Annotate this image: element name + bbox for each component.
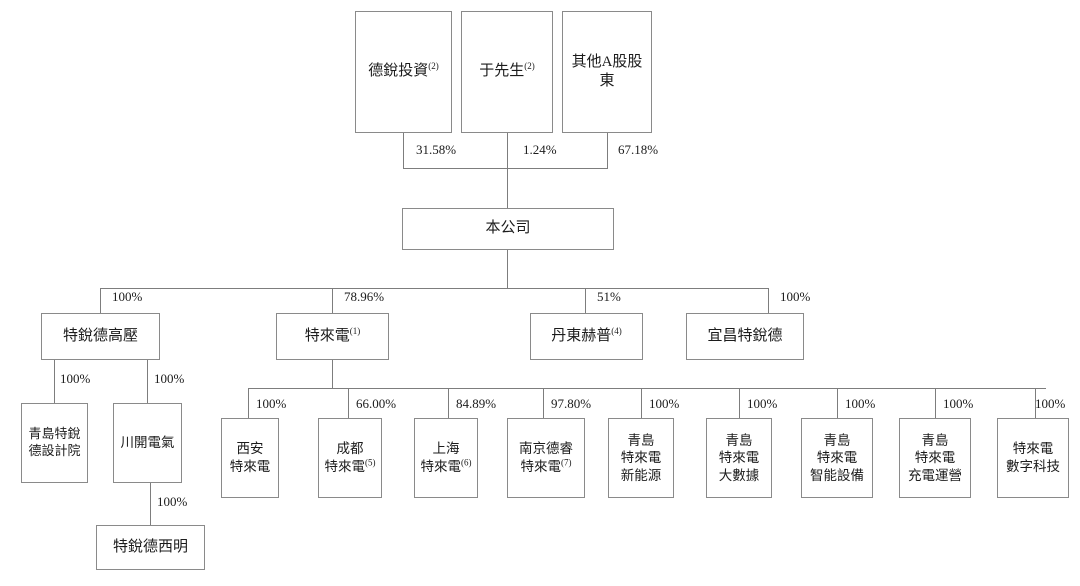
subsidiary-label-shuzikeji: 特來電 數字科技 [1006,441,1060,474]
subsidiary-box-zhinengshebei: 青島 特來電 智能設備 [801,418,873,498]
subsidiary-box-xian: 西安 特來電 [221,418,279,498]
subsidiary-note-nanjing: (7) [561,457,572,468]
shareholder-box-derui: 德銳投資(2) [355,11,452,133]
child-box-ximing: 特銳德西明 [96,525,205,570]
percent-shanghai: 84.89% [456,396,497,411]
company-label: 本公司 [485,220,531,237]
subsidiary-box-xinnengyuan: 青島 特來電 新能源 [608,418,674,498]
level2-box-telaidian: 特來電(1) [276,313,389,360]
shareholder-note-mryu: (2) [524,61,535,72]
connector-zhinengshebei-drop [837,388,838,418]
percent-chengdu: 66.00% [356,396,397,411]
subsidiary-box-dashuju: 青島 特來電 大數據 [706,418,772,498]
percent-chuankai: 100% [154,371,185,386]
connector-yichang-drop [768,288,769,313]
shareholder-note-derui: (2) [428,61,439,72]
connector-xian-drop [248,388,249,418]
level2-label-yichang: 宜昌特銳德 [707,327,783,344]
connector-dashuju-drop [739,388,740,418]
level2-box-gaoya: 特銳德高壓 [41,313,160,360]
subsidiary-label-zhinengshebei: 青島 特來電 智能設備 [810,432,864,483]
connector-other-a-drop [607,133,608,168]
percent-dandong: 51% [597,289,621,304]
subsidiary-label-nanjing: 南京德睿 特來電 [519,441,573,474]
subsidiary-box-chengdu: 成都 特來電(5) [318,418,382,498]
percent-zhinengshebei: 100% [845,396,876,411]
connector-chengdu-drop [348,388,349,418]
percent-other-a-shares: 67.18% [618,142,659,157]
connector-shareholder-bus [403,168,608,169]
child-label-qingdao-design: 青島特銳 德設計院 [28,426,81,458]
connector-mryu-drop [507,133,508,168]
level2-label-telaidian: 特來電 [304,327,350,344]
connector-bus-to-company [507,168,508,208]
subsidiary-label-dashuju: 青島 特來電 大數據 [718,432,760,483]
subsidiary-box-shanghai: 上海 特來電(6) [414,418,478,498]
shareholder-box-mryu: 于先生(2) [461,11,553,133]
connector-gaoya-child2-drop [147,360,148,403]
subsidiary-note-chengdu: (5) [365,457,376,468]
connector-nanjing-drop [543,388,544,418]
percent-ximing: 100% [157,494,188,509]
shareholder-box-other-a-shares: 其他A股股東 [562,11,652,133]
connector-derui-drop [403,133,404,168]
percent-qingdao-design: 100% [60,371,91,386]
subsidiary-label-xian: 西安 特來電 [229,441,271,474]
percent-gaoya: 100% [112,289,143,304]
percent-chongdianyunying: 100% [943,396,974,411]
shareholder-label-other-a-shares: 其他A股股東 [571,53,643,90]
connector-level2-bus [100,288,768,289]
percent-dashuju: 100% [747,396,778,411]
percent-yichang: 100% [780,289,811,304]
child-box-qingdao-design: 青島特銳 德設計院 [21,403,88,483]
connector-shuzikeji-drop [1035,388,1036,418]
level2-box-dandong: 丹東赫普(4) [530,313,643,360]
subsidiary-label-xinnengyuan: 青島 特來電 新能源 [620,432,662,483]
child-box-chuankai: 川開電氣 [113,403,182,483]
subsidiary-label-shanghai: 上海 特來電 [420,441,462,474]
connector-shanghai-drop [448,388,449,418]
connector-dandong-drop [585,288,586,313]
level2-note-telaidian: (1) [349,325,361,336]
child-label-chuankai: 川開電氣 [120,435,175,451]
child-label-ximing: 特銳德西明 [112,538,188,555]
subsidiary-label-chongdianyunying: 青島 特來電 充電運營 [908,432,962,483]
level2-box-yichang: 宜昌特銳德 [686,313,804,360]
connector-telaidian-children-bus [248,388,1046,389]
percent-xinnengyuan: 100% [649,396,680,411]
subsidiary-label-chengdu: 成都 特來電 [324,441,366,474]
percent-nanjing: 97.80% [551,396,592,411]
connector-xinnengyuan-drop [641,388,642,418]
subsidiary-box-chongdianyunying: 青島 特來電 充電運營 [899,418,971,498]
connector-chuankai-to-ximing [150,483,151,525]
company-box: 本公司 [402,208,614,250]
level2-label-dandong: 丹東赫普 [551,327,612,344]
shareholder-label-derui: 德銳投資 [368,63,429,80]
subsidiary-box-shuzikeji: 特來電 數字科技 [997,418,1069,498]
connector-chongdianyunying-drop [935,388,936,418]
percent-mryu: 1.24% [523,142,557,157]
connector-gaoya-child1-drop [54,360,55,403]
percent-shuzikeji: 100% [1035,396,1066,411]
connector-company-drop [507,250,508,288]
subsidiary-box-nanjing: 南京德睿 特來電(7) [507,418,585,498]
connector-telaidian-drop [332,288,333,313]
shareholder-label-mryu: 于先生 [479,63,525,80]
percent-xian: 100% [256,396,287,411]
connector-gaoya-drop [100,288,101,313]
level2-label-gaoya: 特銳德高壓 [62,327,138,344]
percent-telaidian: 78.96% [344,289,385,304]
connector-telaidian-to-bus [332,360,333,388]
percent-derui: 31.58% [416,142,457,157]
subsidiary-note-shanghai: (6) [461,457,472,468]
level2-note-dandong: (4) [611,325,622,336]
